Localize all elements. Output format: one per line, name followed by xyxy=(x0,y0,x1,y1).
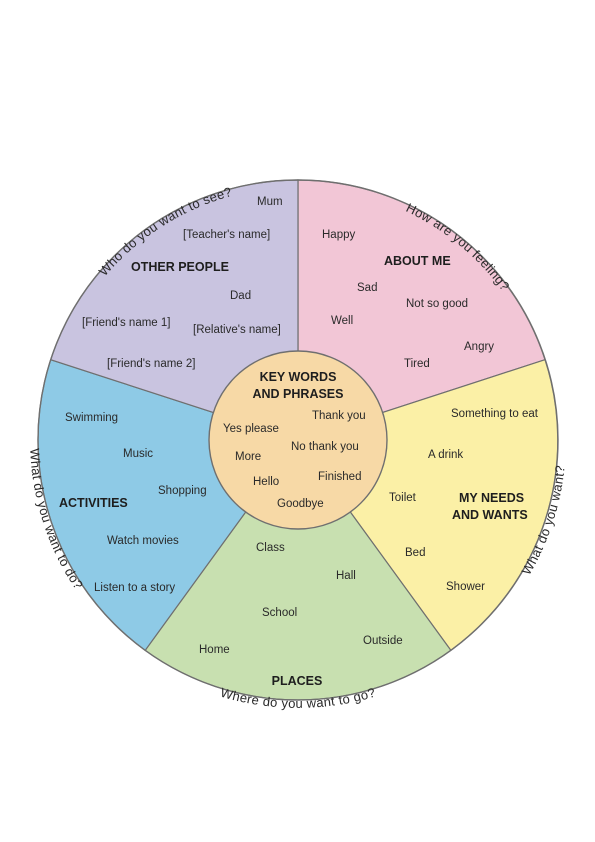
other-people-heading: OTHER PEOPLE xyxy=(131,260,229,274)
my-needs-word-toilet: Toilet xyxy=(389,492,417,504)
places-word-class: Class xyxy=(256,542,285,554)
other-people-word-dad: Dad xyxy=(230,290,251,302)
other-people-word-mum: Mum xyxy=(257,196,283,208)
places-word-home: Home xyxy=(199,644,230,656)
other-people-word-friends-name-2: [Friend's name 2] xyxy=(107,358,196,370)
places-word-school: School xyxy=(262,607,297,619)
activities-word-listen-to-a-story: Listen to a story xyxy=(94,582,175,594)
my-needs-word-bed: Bed xyxy=(405,547,425,559)
my-needs-heading-line1: MY NEEDS xyxy=(459,491,524,505)
center-circle xyxy=(208,350,388,530)
about-me-word-angry: Angry xyxy=(464,341,494,353)
center-title-line1: KEY WORDS xyxy=(260,370,337,384)
my-needs-word-shower: Shower xyxy=(446,581,485,593)
places-word-outside: Outside xyxy=(363,635,403,647)
other-people-word-teachers-name: [Teacher's name] xyxy=(183,229,270,241)
about-me-word-tired: Tired xyxy=(404,358,430,370)
center-word-no-thank-you: No thank you xyxy=(291,441,359,453)
other-people-word-friends-name-1: [Friend's name 1] xyxy=(82,317,171,329)
wheel-outline xyxy=(37,179,559,701)
activities-word-watch-movies: Watch movies xyxy=(107,535,179,547)
activities-word-swimming: Swimming xyxy=(65,412,118,424)
center-word-yes-please: Yes please xyxy=(223,423,279,435)
activities-heading: ACTIVITIES xyxy=(59,496,128,510)
about-me-word-well: Well xyxy=(331,315,353,327)
other-people-word-relatives-name: [Relative's name] xyxy=(193,324,281,336)
places-word-hall: Hall xyxy=(336,570,356,582)
my-needs-word-something-to-eat: Something to eat xyxy=(451,408,539,420)
about-me-word-sad: Sad xyxy=(357,282,377,294)
activities-word-shopping: Shopping xyxy=(158,485,207,497)
activities-word-music: Music xyxy=(123,448,153,460)
about-me-word-not-so-good: Not so good xyxy=(406,298,468,310)
center-word-goodbye: Goodbye xyxy=(277,498,324,510)
places-heading: PLACES xyxy=(272,674,323,688)
about-me-heading: ABOUT ME xyxy=(384,254,451,268)
center-word-hello: Hello xyxy=(253,476,279,488)
center-word-thank-you: Thank you xyxy=(312,410,366,422)
center-title-line2: AND PHRASES xyxy=(253,387,344,401)
my-needs-heading-line2: AND WANTS xyxy=(452,508,528,522)
about-me-word-happy: Happy xyxy=(322,229,355,241)
center-word-more: More xyxy=(235,451,261,463)
center-word-finished: Finished xyxy=(318,471,361,483)
my-needs-word-a-drink: A drink xyxy=(428,449,463,461)
